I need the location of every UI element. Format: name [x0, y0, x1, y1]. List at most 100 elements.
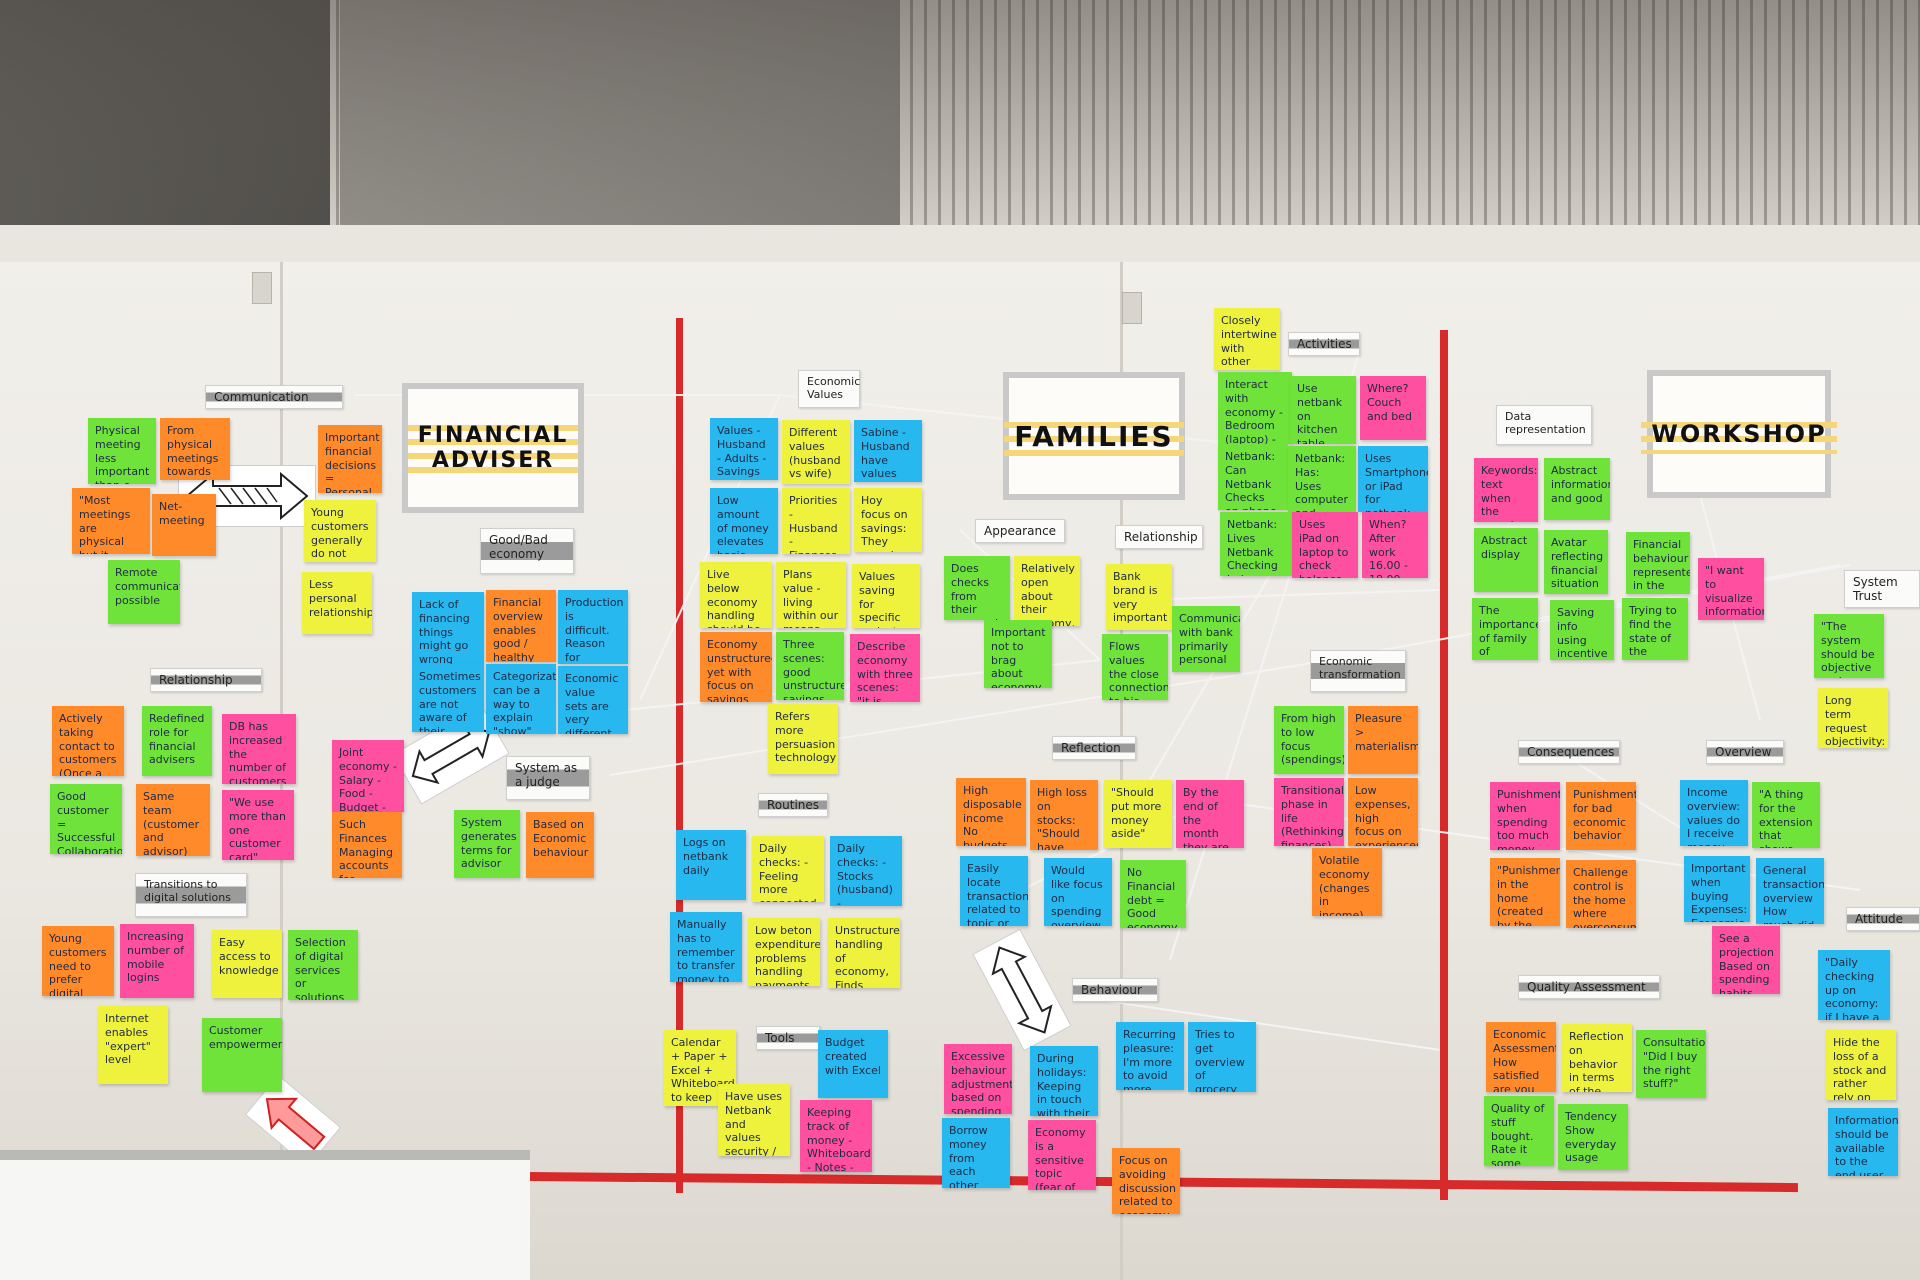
sticky-note: Economy unstructured yet with focus on s…	[700, 632, 772, 702]
sticky-note: Daily checks: - Stocks (husband) - Trans…	[830, 836, 902, 906]
wall-seam	[1120, 262, 1123, 1280]
sticky-note: Less personal relationship	[302, 572, 372, 634]
sticky-note: Low amount of money elevates basic econo…	[710, 488, 778, 554]
sticky-note: Describe economy with three scenes: "it …	[850, 634, 920, 702]
label-tools: Tools	[756, 1026, 820, 1050]
sticky-note: Netbank: Lives Netbank Checking balance …	[1220, 512, 1292, 576]
sticky-note: Have uses Netbank and values security / …	[718, 1084, 790, 1156]
sticky-note: Low beton expenditures problems handling…	[748, 918, 820, 986]
sticky-note: Uses iPad on laptop to check balance	[1292, 512, 1358, 578]
sticky-note: Income overview: values do I receive mon…	[1680, 780, 1748, 846]
sticky-note: Young customers generally do not care wh…	[304, 500, 376, 562]
label-data-representation: Data representation	[1496, 405, 1592, 445]
sticky-note: Actively taking contact to customers (On…	[52, 706, 124, 776]
sticky-note: "We use more than one customer card"	[222, 790, 294, 860]
sticky-note: Easily locate transactions related to to…	[960, 856, 1028, 926]
sticky-note: Reflection on behavior in terms of the i…	[1562, 1024, 1632, 1092]
sticky-note: Net-meeting	[152, 494, 216, 556]
sticky-note: "Most meetings are physical but it might…	[72, 488, 150, 554]
sticky-note: Joint economy - Salary - Food - Budget -…	[332, 740, 404, 812]
sticky-note: Economic value sets are very different	[558, 666, 628, 734]
red-tape-vertical-left	[676, 318, 683, 1193]
sticky-note: Would like focus on spending overview an…	[1044, 858, 1112, 926]
sticky-note: Tries to get overview of grocery shoppin…	[1188, 1022, 1256, 1092]
sticky-note: Abstract display	[1474, 528, 1538, 592]
sticky-note: Avatar reflecting financial situation	[1544, 530, 1608, 594]
sticky-note: Selection of digital services or solutio…	[288, 930, 358, 1000]
sticky-note: Keeping track of money - Whiteboard - No…	[800, 1100, 872, 1172]
sticky-note: Financial overview enables good / health…	[486, 590, 556, 662]
label-attitude: Attitude	[1846, 907, 1920, 931]
sticky-note: Values - Husband - Adults - Savings	[710, 418, 778, 480]
sticky-note: Live below economy handling should be an…	[700, 562, 772, 628]
title-text: FINANCIAL ADVISER	[407, 417, 579, 479]
label-relationship-families: Relationship	[1115, 525, 1203, 549]
red-arrow-card	[244, 1074, 342, 1168]
sticky-note: Based on Economic behaviour	[526, 812, 594, 878]
sticky-note: No Financial debt = Good economy	[1120, 860, 1186, 928]
sticky-note: Hide the loss of a stock and rather rely…	[1826, 1030, 1896, 1100]
sticky-note: Uses Smartphone or iPad for netbank lowe…	[1358, 446, 1428, 512]
sticky-note: The importance of family of invitations …	[1472, 598, 1538, 660]
sticky-note: Such Finances Managing accounts for diff…	[332, 812, 402, 878]
wall-bracket	[1122, 292, 1142, 324]
sticky-note: From high to low focus (spendings)	[1274, 706, 1344, 774]
sticky-note: Plans value - living within our means - …	[776, 562, 846, 628]
sticky-note: Important financial decisions = Personal…	[318, 425, 382, 493]
vertical-arrow-card	[972, 928, 1072, 1052]
sticky-note: Closely intertwine with other activities	[1214, 308, 1280, 370]
ceiling-shadow	[0, 0, 1920, 260]
sticky-note: Netbank: Can Netbank Checks on phone 10-…	[1218, 444, 1288, 510]
label-economic-transformation: Economic transformation	[1310, 650, 1406, 692]
sticky-note: Pleasure > materialism	[1348, 706, 1418, 774]
sticky-note: Flows values the close connection to his…	[1102, 634, 1168, 700]
sticky-note: "Daily checking up on economy: if I have…	[1818, 950, 1890, 1020]
sticky-note: Refers more persuasion technology	[768, 704, 838, 774]
sticky-note: Communication with bank primarily person…	[1172, 606, 1240, 672]
sticky-note: When? After work 16.00 - 18.00	[1362, 512, 1428, 578]
sticky-note: Good customer = Successful Collaboration	[50, 784, 122, 854]
sticky-note: Values saving for specific projects (hol…	[852, 564, 920, 628]
sticky-note: Financial behaviour represented in the v…	[1626, 532, 1690, 594]
whiteboard-foreground	[0, 1150, 530, 1280]
sticky-note: DB has increased the number of customers…	[222, 714, 296, 784]
sticky-note: See a projection Based on spending habit…	[1712, 926, 1780, 994]
sticky-note: Young customers need to prefer digital s…	[42, 926, 114, 996]
sticky-note: System generates terms for advisor	[454, 810, 520, 878]
sticky-note: Daily checks: - Feeling more connected -…	[752, 836, 824, 902]
sticky-note: Volatile economy (changes in income)	[1312, 848, 1382, 916]
label-activities: Activities	[1288, 332, 1360, 356]
sticky-note: Categorization can be a way to explain "…	[486, 664, 556, 734]
title-families: FAMILIES	[1003, 372, 1185, 500]
sticky-note: Trying to find the state of the economy	[1622, 598, 1688, 660]
sticky-note: Punishment when spending too much money	[1490, 782, 1560, 850]
sticky-note: Three scenes: good unstructured savings	[776, 632, 844, 700]
sticky-note: Customer empowerment	[202, 1018, 282, 1092]
sticky-note: Logs on netbank daily	[676, 830, 746, 900]
sticky-note: Same team (customer and advisor)	[136, 784, 210, 856]
sticky-note: Remote communication possible	[108, 560, 180, 624]
label-relationship: Relationship	[150, 668, 262, 692]
sticky-note: Keywords: text when the search history h…	[1474, 458, 1538, 522]
sticky-note: Economy is a sensitive topic (fear of be…	[1028, 1120, 1096, 1190]
sticky-note: Transitional phase in life (Rethinking f…	[1274, 778, 1344, 846]
sticky-note: During holidays: Keeping in touch with t…	[1030, 1046, 1098, 1116]
sticky-note: "I want to visualize information to get …	[1698, 558, 1764, 620]
ceiling-beam	[0, 225, 1920, 267]
title-financial-adviser: FINANCIAL ADVISER	[402, 383, 584, 513]
sticky-note: Priorities - Husband - Finances about sa…	[782, 488, 850, 554]
sticky-note: Economic Assessment: How satisfied are y…	[1486, 1022, 1556, 1092]
sticky-note: Recurring pleasure: I'm more to avoid mo…	[1116, 1022, 1184, 1090]
label-economic-values: Economic Values	[798, 370, 860, 408]
sticky-note: "Punishment" in the home (created by the…	[1490, 858, 1560, 926]
sticky-note: Internet enables "expert" level	[98, 1006, 168, 1084]
sticky-note: Manually has to remember to transfer mon…	[670, 912, 742, 982]
sticky-note: Focus on avoiding discussion related to …	[1112, 1148, 1180, 1214]
sticky-note: Calendar + Paper + Excel + Whiteboard to…	[664, 1030, 736, 1106]
label-system-trust: System Trust	[1844, 570, 1920, 608]
sticky-note: Low expenses, high focus on experiences	[1348, 778, 1418, 846]
sticky-note: Physical meeting less important than e-s…	[88, 418, 156, 484]
sticky-note: Important not to brag about economy or t…	[984, 620, 1052, 688]
wall-bracket	[252, 272, 272, 304]
